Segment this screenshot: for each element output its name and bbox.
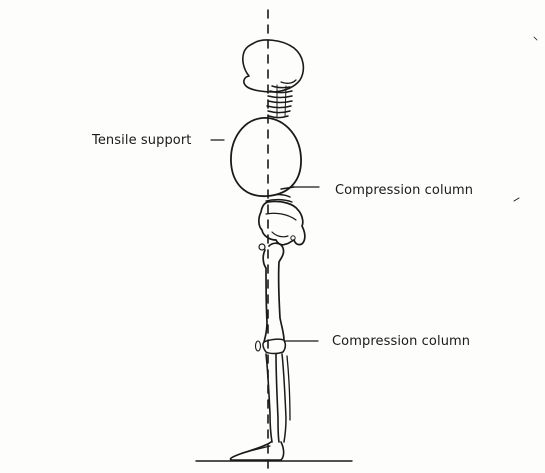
fibula — [282, 354, 286, 442]
tibia — [266, 354, 272, 442]
femur — [269, 243, 284, 340]
scan-mark — [514, 198, 519, 201]
label-compression-column-upper: Compression column — [335, 183, 473, 198]
scan-mark — [534, 37, 537, 40]
cervical-spine — [267, 85, 292, 118]
label-tensile-support: Tensile support — [92, 133, 192, 148]
patella — [256, 341, 261, 351]
pelvis — [259, 201, 305, 244]
skull — [243, 40, 304, 92]
lumbar-spine — [266, 187, 294, 202]
rib-cage — [231, 118, 301, 196]
knee — [263, 339, 285, 353]
label-compression-column-lower: Compression column — [332, 334, 470, 349]
foot — [230, 442, 283, 460]
